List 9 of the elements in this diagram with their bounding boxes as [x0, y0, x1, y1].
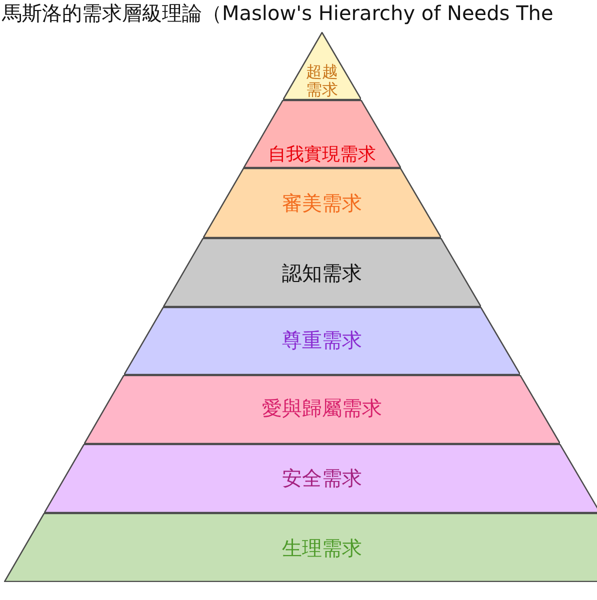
tier-label: 認知需求: [282, 262, 362, 284]
tier-label: 審美需求: [282, 192, 362, 214]
tier-label: 安全需求: [282, 466, 362, 490]
title: 馬斯洛的需求層級理論（Maslow's Hierarchy of Needs The: [2, 1, 554, 25]
tier-label: 尊重需求: [282, 328, 362, 352]
tier-label: 愛與歸屬需求: [262, 396, 382, 420]
tier-label: 超越需求: [306, 63, 338, 99]
tier-label: 自我實現需求: [268, 144, 376, 166]
tier-label: 生理需求: [282, 536, 362, 560]
